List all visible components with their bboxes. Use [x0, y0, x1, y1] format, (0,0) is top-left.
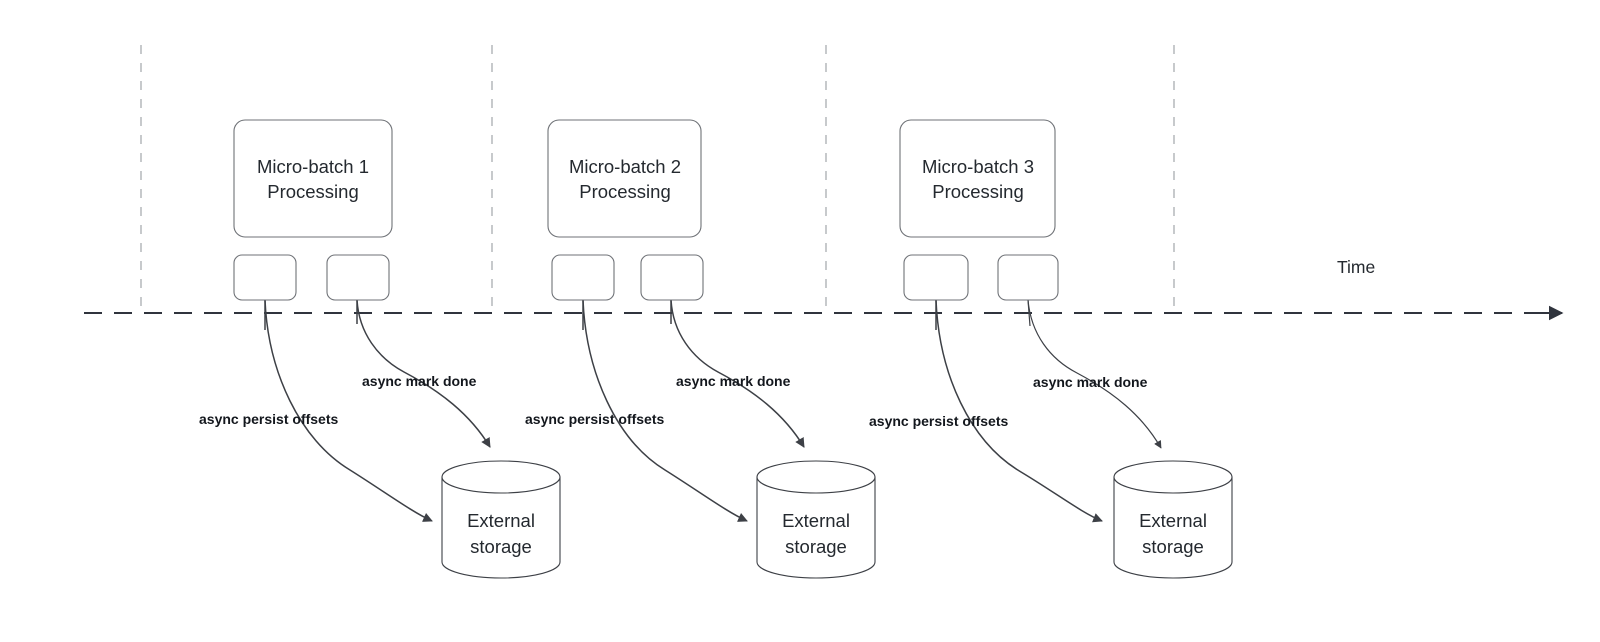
external-storage-2-body	[756, 476, 876, 579]
micro-batch-group-2: Micro-batch 2 Processing External storag…	[525, 119, 876, 579]
external-storage-3-label-line2: storage	[1142, 536, 1204, 557]
external-storage-3-top	[1113, 460, 1233, 494]
batch-box-2-label-line2: Processing	[579, 181, 671, 202]
task-box-3-right[interactable]	[997, 254, 1059, 301]
task-box-1-right[interactable]	[326, 254, 390, 301]
mark-done-curve-2	[670, 299, 805, 448]
persist-offsets-curve-1	[264, 299, 433, 522]
external-storage-1-label-line2: storage	[470, 536, 532, 557]
external-storage-3-label-line1: External	[1139, 510, 1207, 531]
batch-box-3-label-line2: Processing	[932, 181, 1024, 202]
external-storage-1-body	[441, 476, 561, 579]
batch-box-3[interactable]	[899, 119, 1056, 238]
micro-batch-group-3: Micro-batch 3 Processing External storag…	[869, 119, 1233, 579]
batch-box-1-label-line2: Processing	[267, 181, 359, 202]
batch-box-1[interactable]	[233, 119, 393, 238]
external-storage-1-top	[441, 460, 561, 494]
task-box-1-left[interactable]	[233, 254, 297, 301]
batch-box-2-label-line1: Micro-batch 2	[569, 156, 681, 177]
persist-offsets-curve-2	[582, 299, 748, 522]
external-storage-1[interactable]: External storage	[441, 460, 561, 579]
mark-done-curve-3	[1027, 299, 1162, 449]
persist-offsets-curve-3	[935, 299, 1103, 523]
time-axis-label: Time	[1337, 257, 1375, 277]
persist-offsets-label-2: async persist offsets	[525, 411, 664, 427]
task-box-2-left[interactable]	[551, 254, 615, 301]
external-storage-2-top	[756, 460, 876, 494]
external-storage-2-label-line2: storage	[785, 536, 847, 557]
persist-offsets-label-1: async persist offsets	[199, 411, 338, 427]
mark-done-label-3: async mark done	[1033, 374, 1148, 390]
mark-done-label-1: async mark done	[362, 373, 477, 389]
batch-box-3-label-line1: Micro-batch 3	[922, 156, 1034, 177]
external-storage-3[interactable]: External storage	[1113, 460, 1233, 579]
external-storage-3-body	[1113, 476, 1233, 579]
batch-box-1-label-line1: Micro-batch 1	[257, 156, 369, 177]
external-storage-1-label-line1: External	[467, 510, 535, 531]
task-box-2-right[interactable]	[640, 254, 704, 301]
batch-box-2[interactable]	[547, 119, 702, 238]
external-storage-2-label-line1: External	[782, 510, 850, 531]
persist-offsets-label-3: async persist offsets	[869, 413, 1008, 429]
task-box-3-left[interactable]	[903, 254, 969, 301]
external-storage-2[interactable]: External storage	[756, 460, 876, 579]
micro-batch-group-1: Micro-batch 1 Processing External storag…	[199, 119, 561, 579]
mark-done-curve-1	[356, 299, 491, 448]
mark-done-label-2: async mark done	[676, 373, 791, 389]
separator-group	[140, 45, 1175, 313]
